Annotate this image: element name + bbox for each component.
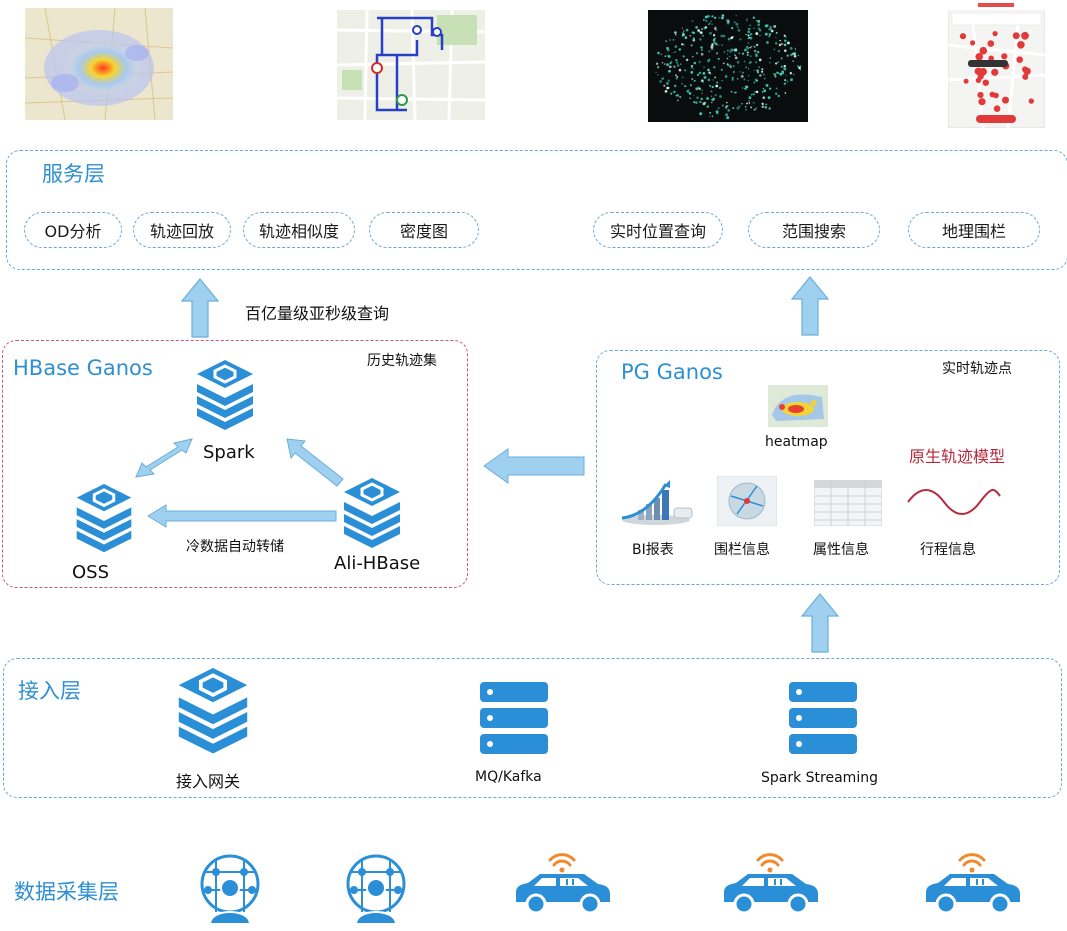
- density-points-thumbnail: [648, 10, 808, 122]
- service-layer-title: 服务层: [42, 162, 105, 186]
- user-network-icon-2: [346, 854, 406, 924]
- service-item-geofence[interactable]: 地理围栏: [908, 212, 1040, 248]
- service-item-trajectory-similarity[interactable]: 轨迹相似度: [243, 212, 355, 248]
- arrow-up-right: [790, 276, 830, 336]
- arrow-up-left: [180, 278, 220, 338]
- attribute-info-label: 属性信息: [813, 542, 869, 558]
- pg-ganos-panel: [596, 350, 1060, 585]
- cold-data-transfer-label: 冷数据自动转储: [186, 539, 284, 555]
- trip-curve-icon: [907, 489, 1001, 515]
- arrow-up-ingest-to-pg: [800, 593, 840, 653]
- trip-info-label: 行程信息: [920, 542, 976, 558]
- attribute-table-image: [814, 480, 882, 526]
- geofence-info-label: 围栏信息: [714, 542, 770, 558]
- service-item-trajectory-playback[interactable]: 轨迹回放: [133, 212, 231, 248]
- spark-stack-icon: [197, 360, 253, 430]
- heatmap-image: [768, 385, 828, 427]
- hbase-ganos-title: HBase Ganos: [13, 356, 153, 380]
- connected-car-icon-2: [724, 853, 818, 915]
- service-item-density-map[interactable]: 密度图: [369, 212, 479, 248]
- route-map-thumbnail: [337, 10, 485, 120]
- collection-layer-title: 数据采集层: [14, 880, 119, 904]
- connected-car-icon-3: [926, 853, 1020, 915]
- gateway-label: 接入网关: [176, 772, 241, 791]
- mq-kafka-label: MQ/Kafka: [475, 769, 542, 785]
- connected-car-icon-1: [516, 853, 610, 915]
- arrow-alihbase-spark: [286, 438, 344, 487]
- geofence-image: [717, 476, 777, 526]
- ali-hbase-node-label: Ali-HBase: [334, 553, 421, 574]
- realtime-trajectory-note: 实时轨迹点: [942, 361, 1012, 377]
- gateway-stack-icon: [178, 668, 248, 754]
- pg-ganos-title: PG Ganos: [621, 360, 723, 384]
- native-trajectory-model-label: 原生轨迹模型: [909, 447, 1006, 466]
- spark-streaming-server-icon: [789, 682, 857, 754]
- user-network-icon-1: [200, 854, 260, 924]
- ingest-layer-panel: [3, 658, 1062, 798]
- history-trajectory-note: 历史轨迹集: [367, 353, 437, 369]
- mobile-map-thumbnail: [948, 0, 1045, 128]
- query-speed-label: 百亿量级亚秒级查询: [245, 304, 390, 323]
- ali-hbase-stack-icon: [344, 478, 400, 548]
- bi-chart-icon: [621, 480, 693, 525]
- service-item-range-search[interactable]: 范围搜索: [748, 212, 880, 248]
- hbase-ganos-panel: [2, 340, 468, 588]
- arrow-alihbase-oss: [147, 504, 337, 528]
- service-item-od-analysis[interactable]: OD分析: [24, 212, 122, 248]
- spark-streaming-label: Spark Streaming: [761, 770, 878, 786]
- bi-report-label: BI报表: [632, 542, 674, 558]
- ingest-layer-title: 接入层: [18, 679, 81, 703]
- service-layer-panel: [6, 150, 1067, 270]
- arrow-pg-to-hbase: [483, 448, 585, 484]
- oss-stack-icon: [76, 484, 132, 553]
- spark-node-label: Spark: [203, 442, 255, 463]
- arrow-spark-oss-bidirectional: [135, 438, 193, 478]
- oss-node-label: OSS: [72, 562, 110, 583]
- mq-kafka-server-icon: [480, 682, 548, 754]
- service-item-realtime-location[interactable]: 实时位置查询: [593, 212, 723, 248]
- heatmap-label: heatmap: [765, 434, 828, 450]
- heatmap-thumbnail: [25, 8, 173, 120]
